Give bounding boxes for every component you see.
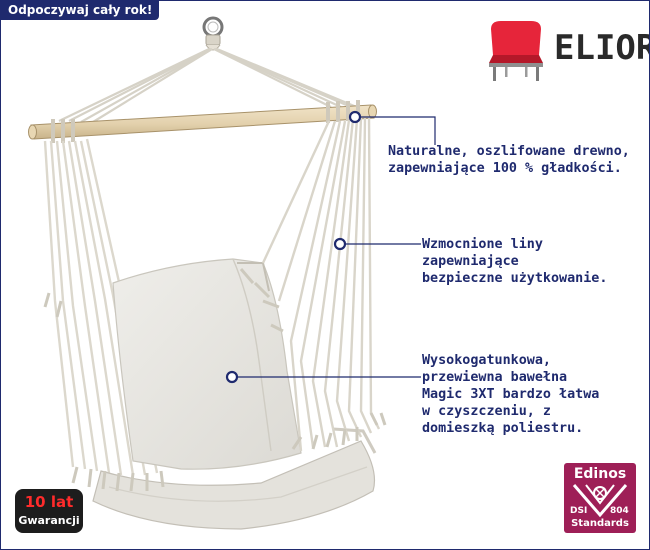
callout-wood: Naturalne, oszlifowane drewno, zapewniaj… [388, 144, 630, 176]
chair-icon [489, 21, 543, 81]
wooden-bar [28, 100, 377, 143]
promo-banner: Odpoczywaj cały rok! [1, 1, 160, 20]
warranty-label: Gwarancji [18, 514, 80, 527]
brand-logo-text: ELIOR [554, 28, 650, 68]
certificate-footer: Standards [571, 518, 629, 529]
certificate-right: 804 [610, 506, 629, 516]
hanging-ring [202, 16, 224, 51]
callout-markers [225, 110, 362, 384]
callout-fabric: Wysokogatunkowa, przewiewna bawełna Magi… [422, 353, 600, 436]
fringe-tassels [43, 268, 387, 492]
certificate-emblem-icon: DSI 804 [570, 484, 629, 518]
warranty-badge: 10 lat Gwarancji [15, 489, 83, 533]
certificate-left: DSI [570, 506, 587, 516]
fabric-backrest [112, 258, 302, 470]
certificate-badge: Edinos DSI 804 Standards [564, 463, 636, 533]
upper-ropes [58, 47, 360, 123]
certificate-brand: Edinos [573, 466, 627, 482]
callout-connectors [232, 116, 436, 378]
warranty-years: 10 lat [24, 493, 74, 511]
fabric-seat [92, 427, 377, 530]
callout-ropes: Wzmocnione liny zapewniające bezpieczne … [422, 237, 608, 286]
